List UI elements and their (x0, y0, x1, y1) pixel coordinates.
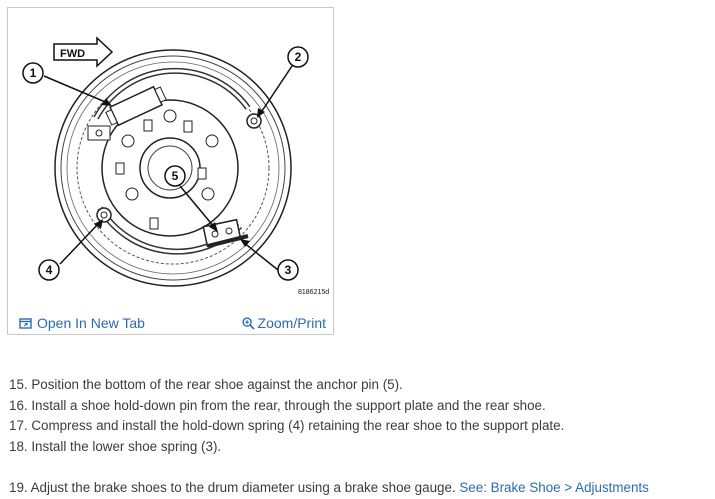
callout-4: 4 (38, 259, 60, 281)
svg-text:5: 5 (172, 169, 179, 183)
step-19: 19. Adjust the brake shoes to the drum d… (9, 478, 649, 499)
magnifier-icon (241, 316, 255, 330)
zoom-label: Zoom/Print (257, 315, 326, 331)
brake-shoe-adjustments-link[interactable]: See: Brake Shoe > Adjustments (459, 479, 649, 495)
open-tab-label: Open In New Tab (37, 315, 145, 331)
fwd-label: FWD (60, 48, 85, 60)
fwd-arrow-icon: FWD (53, 36, 114, 68)
step-18: 18. Install the lower shoe spring (3). (9, 438, 222, 454)
svg-text:1: 1 (30, 66, 37, 80)
step-15: 15. Position the bottom of the rear shoe… (9, 377, 403, 392)
svg-text:2: 2 (295, 50, 302, 64)
procedure-steps: 15. Position the bottom of the rear shoe… (9, 375, 649, 499)
zoom-print-link[interactable]: Zoom/Print (241, 315, 326, 331)
step-17: 17. Compress and install the hold-down s… (9, 418, 565, 434)
step-spacer (9, 457, 649, 478)
callout-3: 3 (277, 259, 299, 281)
svg-text:3: 3 (285, 263, 292, 277)
step-16: 16. Install a shoe hold-down pin from th… (9, 397, 546, 413)
svg-text:4: 4 (46, 263, 53, 277)
step-19-text: 19. Adjust the brake shoes to the drum d… (9, 479, 456, 495)
brake-assembly-diagram[interactable]: FWD 1 2 3 4 5 (8, 8, 335, 313)
open-in-new-tab-link[interactable]: Open In New Tab (19, 315, 145, 331)
figure-footer: Open In New Tab Zoom/Print (8, 313, 333, 335)
figure-id: 8186215d (298, 289, 329, 296)
callout-2: 2 (287, 46, 309, 68)
figure-card: FWD 1 2 3 4 5 (7, 7, 334, 335)
callout-1: 1 (22, 62, 44, 84)
open-tab-icon (19, 317, 32, 329)
callout-5: 5 (164, 165, 186, 187)
